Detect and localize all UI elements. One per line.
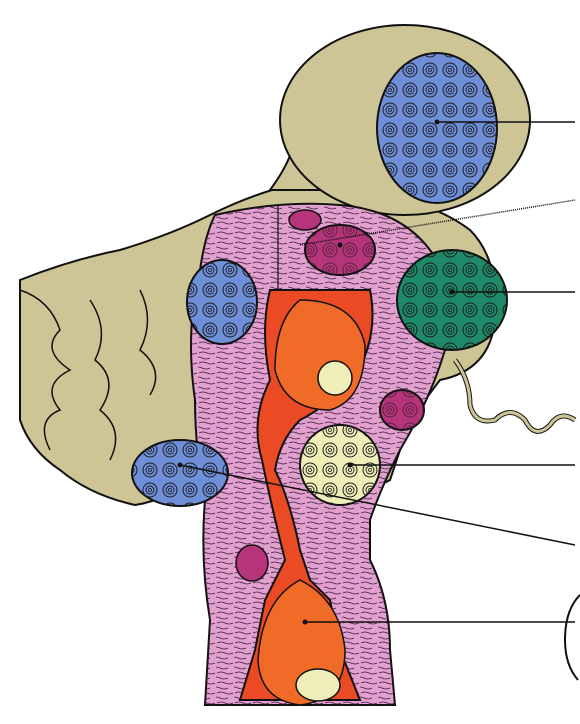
submucous-polyp [318,361,352,395]
fallopian-tube [455,360,575,431]
cervical-fibroid-small [236,545,268,581]
fibroid-whorls [377,53,497,203]
small-fibroid-top [289,210,321,230]
bracket [565,595,580,680]
cervical-os-polyp [296,669,340,701]
